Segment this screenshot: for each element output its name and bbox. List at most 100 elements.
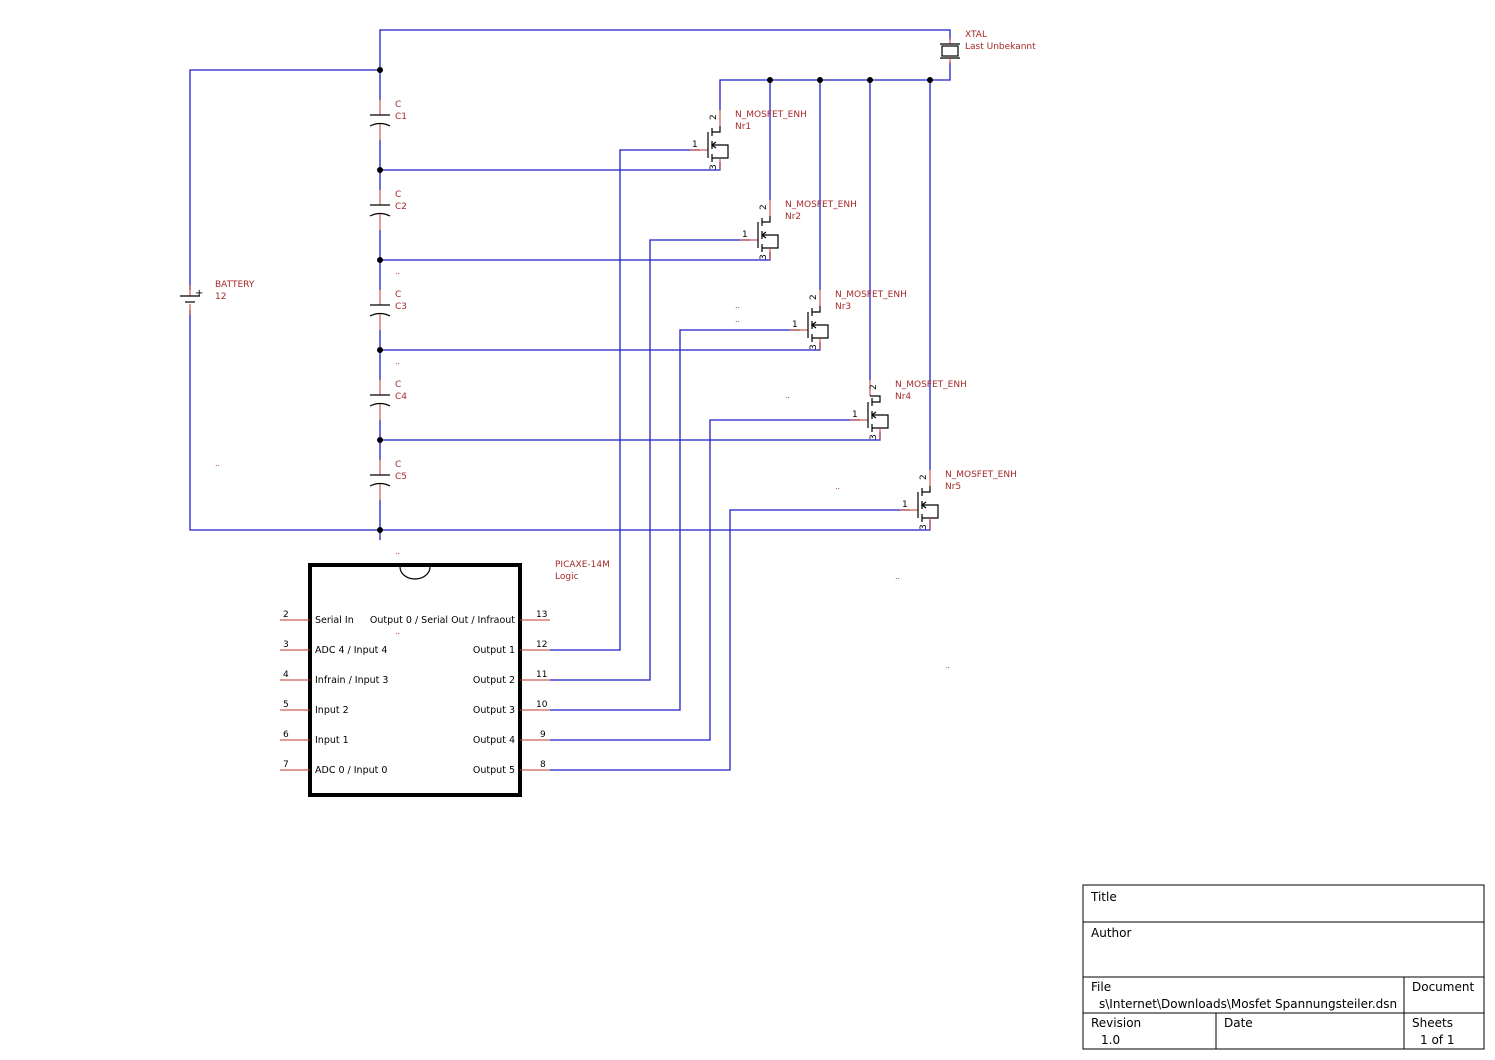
chip-right-pins: 13 12 11 10 9 8 Output 0 / Serial Out / …: [370, 610, 550, 776]
mosfet-type: N_MOSFET_ENH: [785, 200, 857, 210]
junction-dot: [377, 257, 383, 263]
chip-pin-number: 10: [536, 700, 548, 710]
chip-pin-label: Output 2: [473, 675, 515, 686]
mosfet-pin-gate: 1: [692, 140, 698, 150]
author-label: Author: [1091, 926, 1131, 940]
crystal-symbol: XTAL Last Unbekannt: [940, 30, 1036, 64]
capacitor-ref: C5: [395, 472, 407, 482]
mosfet-pin-gate: 1: [742, 230, 748, 240]
capacitor-type: C: [395, 190, 401, 200]
mosfet-ref: Nr2: [785, 212, 801, 222]
capacitor-ref: C4: [395, 392, 407, 402]
file-label: File: [1091, 980, 1111, 994]
chip-pin-label: Input 1: [315, 735, 349, 746]
date-label: Date: [1224, 1016, 1253, 1030]
mosfet-nr2: 1 2 3 N_MOSFET_ENH Nr2: [740, 200, 857, 260]
capacitor-type: C: [395, 290, 401, 300]
svg-text:+: +: [195, 288, 203, 299]
chip-pin-number: 11: [536, 670, 547, 680]
stray-mark: ..: [395, 627, 400, 636]
stray-mark: ..: [785, 391, 790, 400]
chip-pin-number: 4: [283, 670, 289, 680]
chip-pin-number: 7: [283, 760, 289, 770]
wires: [189, 29, 951, 771]
mosfet-pin-gate: 1: [792, 320, 798, 330]
capacitor-type: C: [395, 100, 401, 110]
mosfet-nr3: 1 2 3 N_MOSFET_ENH Nr3: [790, 290, 907, 350]
title-block: Title Author File s\Internet\Downloads\M…: [1082, 884, 1485, 1050]
mosfet-pin-drain: 2: [759, 204, 769, 210]
picaxe-chip: PICAXE-14M Logic 2 3 4 5 6 7 Serial In A…: [280, 560, 610, 797]
mosfet-pin-source: 3: [809, 344, 819, 350]
capacitor-ref: C1: [395, 112, 407, 122]
capacitor-c2: C C2: [369, 190, 407, 230]
chip-value: Logic: [555, 572, 579, 582]
junction-dot: [867, 77, 873, 83]
battery-value: 12: [215, 292, 226, 302]
sheets-label: Sheets: [1412, 1016, 1453, 1030]
mosfet-type: N_MOSFET_ENH: [835, 290, 907, 300]
stray-mark: ..: [945, 661, 950, 670]
mosfet-pin-drain: 2: [809, 294, 819, 300]
sheets-value: 1 of 1: [1420, 1033, 1454, 1047]
chip-pin-number: 9: [540, 730, 546, 740]
capacitor-c4: C C4: [369, 380, 407, 420]
junction-dot: [377, 167, 383, 173]
title-label: Title: [1090, 890, 1117, 904]
chip-pin-number: 2: [283, 610, 289, 620]
mosfet-pin-drain: 2: [709, 114, 719, 120]
junction-dot: [377, 347, 383, 353]
mosfet-ref: Nr1: [735, 122, 751, 132]
capacitor-c1: C C1: [369, 100, 407, 140]
capacitor-c3: C C3: [369, 290, 407, 330]
capacitor-type: C: [395, 380, 401, 390]
mosfet-ref: Nr5: [945, 482, 961, 492]
chip-pin-number: 8: [540, 760, 546, 770]
chip-pin-label: Output 0 / Serial Out / Infraout: [370, 615, 515, 626]
chip-left-pins: 2 3 4 5 6 7 Serial In ADC 4 / Input 4 In…: [280, 610, 388, 776]
mosfet-pin-drain: 2: [869, 384, 879, 390]
stray-mark: ..: [395, 547, 400, 556]
document-label: Document: [1412, 980, 1474, 994]
mosfet-pin-source: 3: [869, 434, 879, 440]
chip-pin-number: 3: [283, 640, 289, 650]
revision-label: Revision: [1091, 1016, 1141, 1030]
stray-mark: ..: [395, 357, 400, 366]
chip-pin-number: 12: [536, 640, 547, 650]
capacitor-ref: C3: [395, 302, 407, 312]
capacitor-c5: C C5: [369, 460, 407, 500]
chip-pin-label: ADC 4 / Input 4: [315, 645, 387, 656]
chip-pin-label: Output 3: [473, 705, 515, 716]
chip-name: PICAXE-14M: [555, 560, 610, 570]
mosfet-pin-gate: 1: [902, 500, 908, 510]
stray-mark: ..: [215, 459, 220, 468]
mosfet-nr5: 1 2 3 N_MOSFET_ENH Nr5: [900, 470, 1017, 530]
chip-pin-number: 5: [283, 700, 289, 710]
chip-pin-label: Serial In: [315, 615, 354, 626]
capacitor-ref: C2: [395, 202, 407, 212]
junction-dot: [377, 67, 383, 73]
chip-pin-label: ADC 0 / Input 0: [315, 765, 387, 776]
chip-pin-number: 6: [283, 730, 289, 740]
stray-mark: ..: [835, 482, 840, 491]
mosfet-pin-source: 3: [919, 524, 929, 530]
mosfet-pin-source: 3: [759, 254, 769, 260]
junction-dot: [377, 527, 383, 533]
stray-mark: ..: [395, 267, 400, 276]
chip-pin-label: Output 4: [473, 735, 515, 746]
chip-pin-number: 13: [536, 610, 547, 620]
mosfet-type: N_MOSFET_ENH: [945, 470, 1017, 480]
mosfet-pin-source: 3: [709, 164, 719, 170]
stray-mark: ..: [735, 315, 740, 324]
mosfet-type: N_MOSFET_ENH: [895, 380, 967, 390]
junction-dot: [767, 77, 773, 83]
mosfet-ref: Nr4: [895, 392, 911, 402]
battery-symbol: + BATTERY 12: [180, 280, 255, 315]
chip-pin-label: Input 2: [315, 705, 349, 716]
junctions: [377, 67, 933, 533]
stray-marks: .. .. .. .. .. .. .. .. .. .. ..: [215, 267, 950, 670]
revision-value: 1.0: [1101, 1033, 1120, 1047]
stray-mark: ..: [735, 301, 740, 310]
junction-dot: [377, 437, 383, 443]
